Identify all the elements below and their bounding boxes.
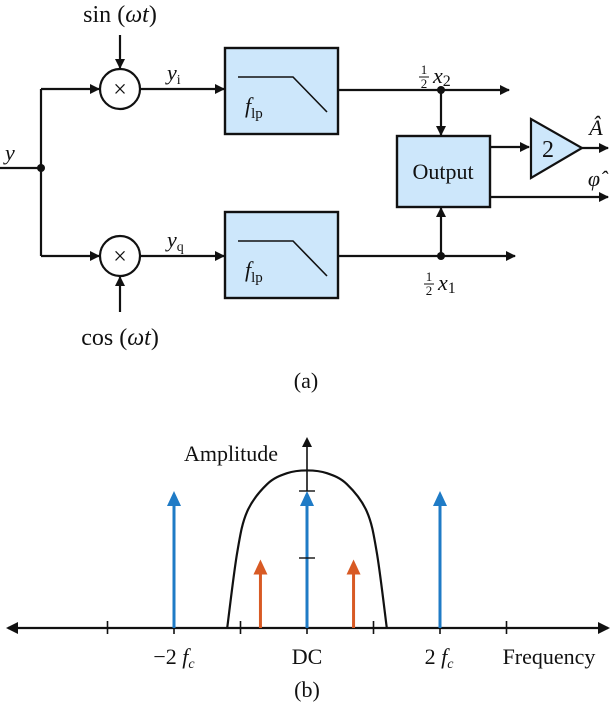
top-lowpass-filter: flp — [223, 46, 340, 136]
sin-reference-label: sin (ωt) — [83, 2, 157, 28]
panel-a-caption: (a) — [294, 368, 318, 393]
panel-b-caption: (b) — [294, 677, 320, 702]
orange-spectral-line — [253, 559, 268, 628]
frequency-axis-label: Frequency — [503, 644, 596, 669]
tick-label-2fc: 2 fc — [425, 644, 455, 672]
stem-arrowhead — [346, 559, 361, 575]
svg-text:2: 2 — [421, 76, 428, 91]
bottom-lowpass-filter: flp — [223, 210, 340, 300]
blue-spectral-line — [167, 491, 181, 628]
stem-arrowhead — [253, 559, 268, 575]
blue-spectral-line — [300, 491, 314, 628]
input-label: y — [3, 140, 15, 165]
stem-arrowhead — [167, 491, 181, 506]
svg-text:1: 1 — [426, 269, 433, 284]
top-multiplier: × — [98, 67, 142, 111]
axis-left-arrowhead — [6, 622, 18, 634]
yi-label: yi — [165, 60, 181, 88]
tick-label-dc: DC — [292, 644, 323, 669]
svg-text:1: 1 — [421, 62, 428, 77]
cos-reference-label: cos (ωt) — [81, 325, 159, 351]
amplitude-axis-arrowhead — [302, 437, 312, 447]
panel-b-spectrum: Amplitude Frequency −2 fc DC 2 fc (b) — [6, 437, 610, 702]
phase-estimate-label: φ̂ — [588, 166, 609, 191]
orange-spectral-line — [346, 559, 361, 628]
amplitude-estimate-label: Â — [587, 115, 603, 140]
tick-label-neg-2fc: −2 fc — [153, 644, 195, 672]
multiply-icon: × — [113, 244, 127, 270]
lowpass-icon — [238, 240, 328, 277]
x1-label: 1 2 x1 — [424, 269, 456, 298]
svg-text:2: 2 — [426, 283, 433, 298]
multiply-icon: × — [113, 77, 127, 103]
blue-spectral-line — [433, 491, 447, 628]
gain-block: 2 — [529, 117, 585, 180]
svg-text:x1: x1 — [437, 270, 456, 297]
yq-label: yq — [165, 227, 184, 255]
gain-label: 2 — [542, 137, 554, 163]
lpf-label: flp — [245, 93, 263, 122]
lpf-label: flp — [245, 257, 263, 286]
lowpass-icon — [238, 76, 328, 113]
panel-a-block-diagram: y × sin (ωt) × cos (ωt) yi yq flp — [0, 2, 609, 393]
amplitude-axis-label: Amplitude — [184, 441, 278, 466]
axis-right-arrowhead — [598, 622, 610, 634]
bottom-multiplier: × — [98, 234, 142, 278]
output-block: Output — [395, 134, 492, 209]
svg-text:x2: x2 — [432, 63, 451, 90]
stem-arrowhead — [433, 491, 447, 506]
x2-label: 1 2 x2 — [419, 62, 451, 91]
stem-arrowhead — [300, 491, 314, 506]
output-block-label: Output — [412, 159, 473, 184]
